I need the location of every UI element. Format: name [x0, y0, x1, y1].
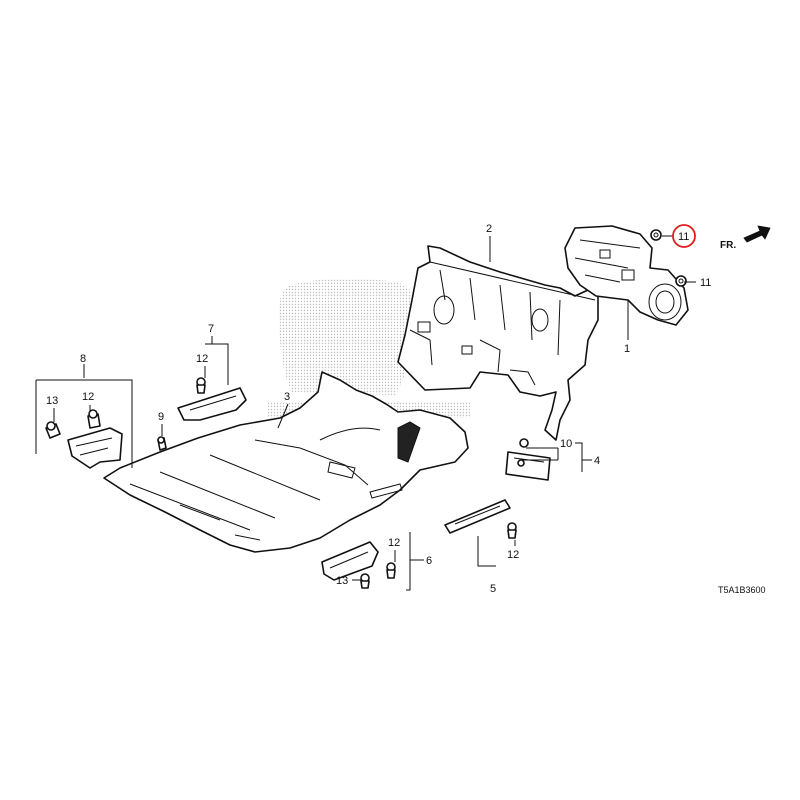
part-4-pad[interactable]: [505, 451, 551, 481]
leader-lines: [35, 235, 696, 591]
part-clip-12-bottom[interactable]: [386, 562, 396, 579]
part-8-bracket-assembly[interactable]: [67, 427, 123, 469]
callout-13-bottom[interactable]: 13: [336, 575, 348, 587]
callout-10[interactable]: 10: [560, 438, 572, 450]
callout-2[interactable]: 2: [486, 223, 492, 235]
part-clip-12-left[interactable]: [87, 409, 101, 429]
callout-13-left[interactable]: 13: [46, 395, 58, 407]
callout-4[interactable]: 4: [594, 455, 600, 467]
part-nut-11-side[interactable]: [675, 275, 687, 287]
callout-6[interactable]: 6: [426, 555, 432, 567]
callout-12-upper[interactable]: 12: [196, 353, 208, 365]
part-floor-carpet[interactable]: [103, 371, 469, 553]
arrow-right-icon: [743, 225, 771, 243]
part-clip-13-bottom[interactable]: [360, 573, 370, 589]
drawing-code: T5A1B3600: [718, 585, 766, 595]
part-7-heat-insulator[interactable]: [177, 387, 247, 421]
callout-12-left[interactable]: 12: [82, 391, 94, 403]
front-direction-indicator: FR.: [720, 225, 771, 251]
part-clip-9[interactable]: [157, 436, 167, 451]
highlight-ring: [672, 224, 696, 248]
callout-12-bottom[interactable]: 12: [388, 537, 400, 549]
callout-11[interactable]: 11: [700, 277, 711, 289]
part-clip-10-upper[interactable]: [519, 438, 529, 448]
callout-12-right[interactable]: 12: [507, 549, 519, 561]
callout-labels: 2 11 11 1 7 12 8 12 13 9 3 10 4 12 6 13 …: [46, 223, 711, 595]
callout-7[interactable]: 7: [208, 323, 214, 335]
fr-label: FR.: [720, 240, 736, 251]
callout-8[interactable]: 8: [80, 353, 86, 365]
callout-1[interactable]: 1: [624, 343, 630, 355]
part-clip-12-right[interactable]: [507, 522, 517, 539]
part-5-rear-strip[interactable]: [444, 499, 511, 534]
callout-5[interactable]: 5: [490, 583, 496, 595]
part-6-bracket[interactable]: [321, 541, 379, 581]
callout-11-highlighted[interactable]: 11: [678, 231, 689, 243]
part-dash-insulator[interactable]: [397, 245, 599, 441]
part-dash-outer-insulator[interactable]: [564, 225, 689, 326]
callout-9[interactable]: 9: [158, 411, 164, 423]
part-nut-11-top[interactable]: [650, 229, 662, 241]
part-clip-12-upper[interactable]: [196, 377, 206, 394]
part-clip-13-left[interactable]: [45, 421, 61, 439]
callout-3[interactable]: 3: [284, 391, 290, 403]
part-clip-10-lower[interactable]: [517, 459, 525, 467]
